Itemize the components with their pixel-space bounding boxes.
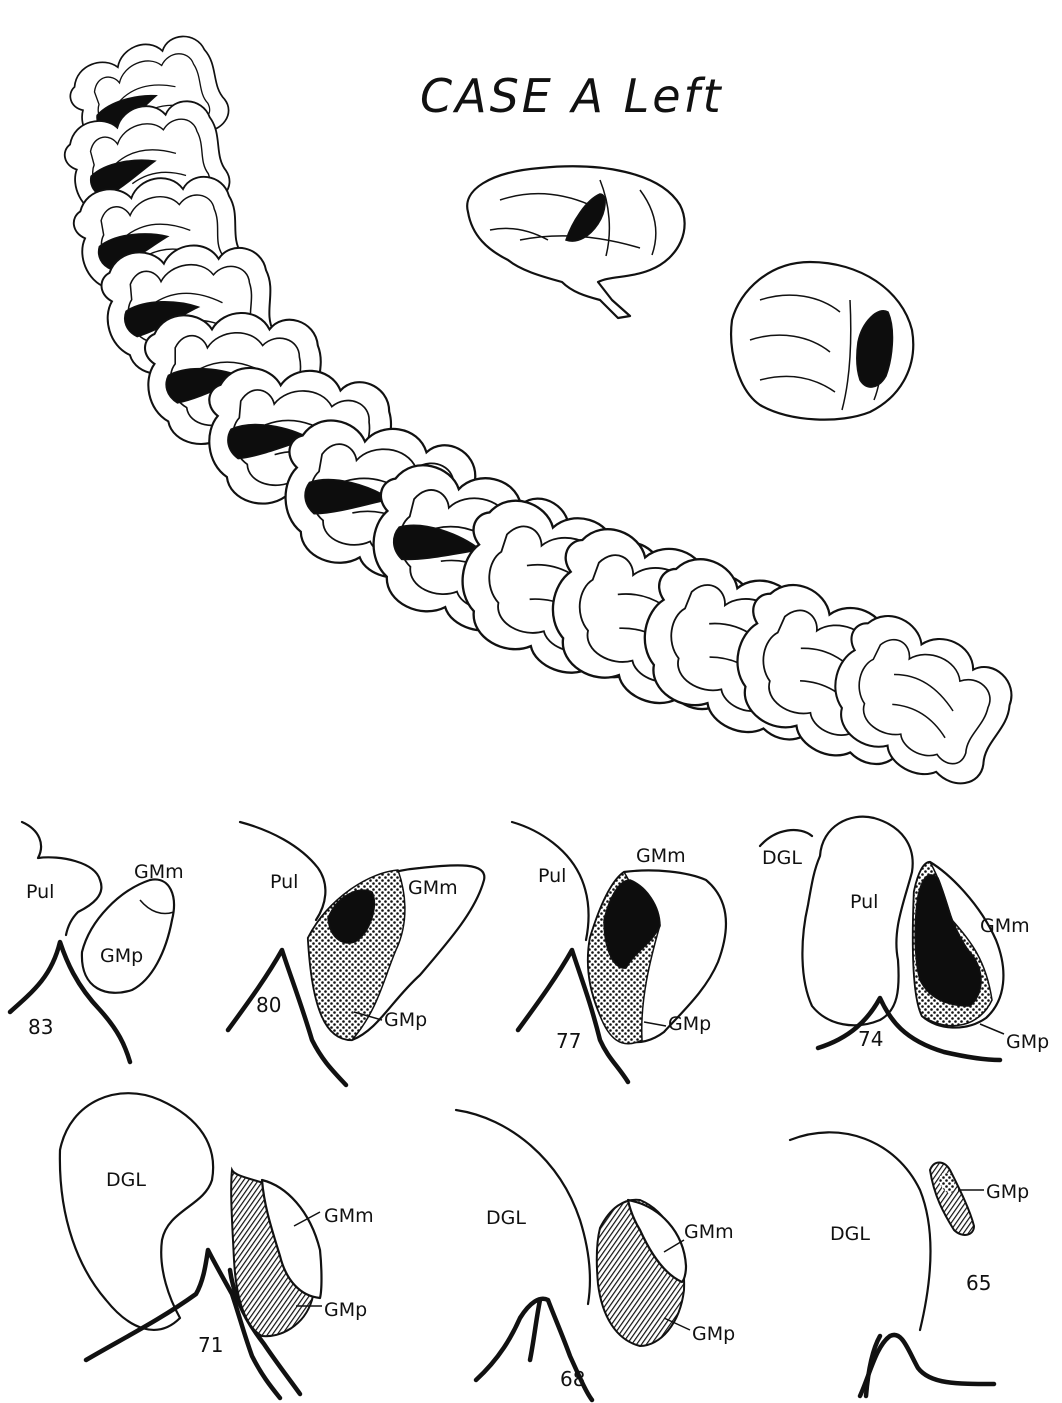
section-71-label-gmp: GMp [324,1299,367,1321]
section-65: DGL GMp 65 [790,1132,1029,1396]
section-68-label-dgl: DGL [486,1207,526,1229]
section-83: Pul GMm GMp 83 [10,822,184,1062]
cortical-section-series [57,24,1027,800]
section-71-label-dgl: DGL [106,1169,146,1191]
section-83-label-pul: Pul [26,881,54,903]
section-77-label-gmp: GMp [668,1013,711,1035]
section-80-label-pul: Pul [270,871,298,893]
section-80-label-gmm: GMm [408,877,458,899]
figure-title: CASE A Left [420,69,724,123]
section-65-number: 65 [966,1271,991,1295]
section-77-number: 77 [556,1029,581,1053]
section-68-number: 68 [560,1367,585,1391]
section-71: DGL GMm GMp 71 [60,1093,374,1398]
section-68-label-gmm: GMm [684,1221,734,1243]
section-68-label-gmp: GMp [692,1323,735,1345]
section-65-label-dgl: DGL [830,1223,870,1245]
section-74: DGL Pul GMm GMp 74 [760,817,1049,1060]
section-80-label-gmp: GMp [384,1009,427,1031]
dorsal-brain-view [731,262,913,420]
section-71-label-gmm: GMm [324,1205,374,1227]
section-74-label-pul: Pul [850,891,878,913]
section-74-number: 74 [858,1027,883,1051]
section-83-label-gmm: GMm [134,861,184,883]
section-80: Pul GMm GMp 80 [228,822,484,1085]
section-83-number: 83 [28,1015,53,1039]
lateral-brain-view [467,166,684,318]
section-74-label-gmp: GMp [1006,1031,1049,1053]
section-83-label-gmp: GMp [100,945,143,967]
section-65-label-gmp: GMp [986,1181,1029,1203]
section-74-label-dgl: DGL [762,847,802,869]
section-77-label-pul: Pul [538,865,566,887]
section-68: DGL GMm GMp 68 [456,1110,735,1400]
section-71-number: 71 [198,1333,223,1357]
section-74-label-gmm: GMm [980,915,1030,937]
section-77: Pul GMm GMp 77 [512,822,726,1082]
section-80-number: 80 [256,993,281,1017]
section-77-label-gmm: GMm [636,845,686,867]
